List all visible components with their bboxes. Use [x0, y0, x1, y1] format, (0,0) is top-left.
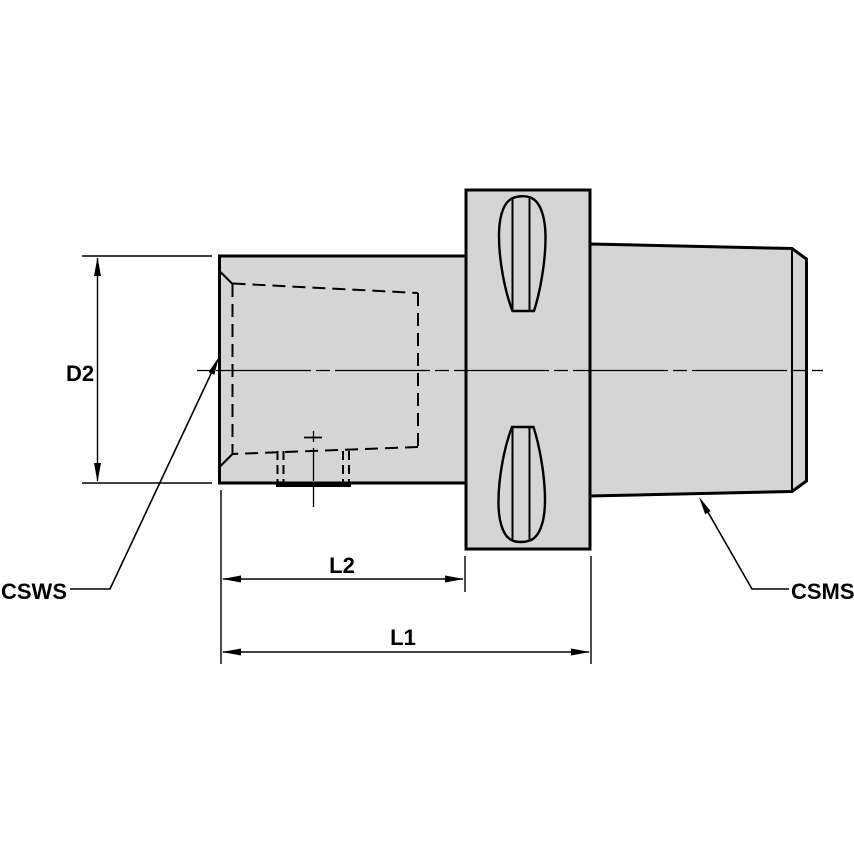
dimension-l2: L2 — [220, 490, 466, 664]
l2-arrow-right — [445, 575, 464, 583]
d2-label: D2 — [66, 361, 94, 386]
bore-hidden-bottom — [232, 446, 419, 455]
leader-csws: CSWS — [1, 357, 219, 604]
bore-chamfer-top — [218, 270, 234, 285]
csms-label: CSMS — [791, 579, 854, 604]
l1-arrow-left — [222, 648, 241, 656]
l2-arrow-left — [222, 575, 241, 583]
flange — [464, 188, 592, 551]
csms-leader-line — [700, 499, 789, 590]
d2-arrow-down — [94, 463, 101, 482]
l1-label: L1 — [390, 625, 416, 650]
csws-leader-line — [70, 360, 218, 590]
bore-chamfer-bottom — [218, 453, 234, 468]
flange-slot-bottom — [497, 425, 547, 544]
csws-label: CSWS — [1, 579, 67, 604]
body-workpiece-side — [218, 254, 468, 485]
dimension-d2: D2 — [66, 255, 212, 484]
part-geometry — [218, 188, 808, 551]
csws-arrowhead — [208, 357, 219, 375]
bore-hidden-top — [232, 282, 419, 294]
dimension-l1: L1 — [222, 556, 592, 664]
csms-arrowhead — [699, 497, 711, 515]
l1-arrow-right — [571, 648, 590, 656]
hidden-bore — [218, 270, 419, 507]
d2-arrow-up — [94, 257, 101, 276]
leader-csms: CSMS — [699, 497, 854, 604]
l2-label: L2 — [329, 553, 355, 578]
